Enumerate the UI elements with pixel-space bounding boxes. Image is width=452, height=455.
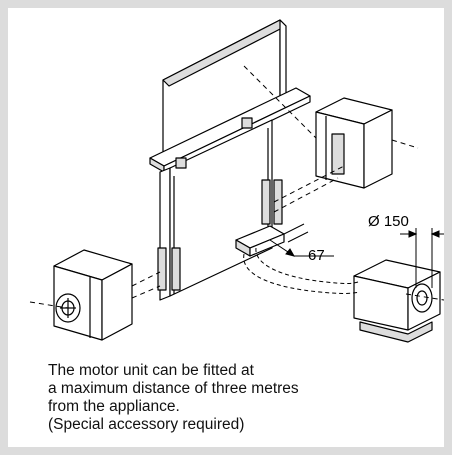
caption-line: The motor unit can be fitted at [48,362,254,379]
installation-diagram: Ø 150 67 [29,19,444,343]
motor-unit-lower-right [353,259,441,343]
downdraft-panel [162,19,287,161]
motor-unit-upper-right [315,97,393,189]
connection-lines [29,65,444,309]
motor-unit-left [53,249,133,341]
caption-line: a maximum distance of three metres [48,380,299,397]
duct-hose [243,247,361,294]
caption-line: from the appliance. [48,398,180,415]
brackets [157,117,283,291]
outlet-spigot [235,225,285,257]
offset-label: 67 [308,247,325,264]
dimension-lines [269,223,444,288]
diameter-label: Ø 150 [368,213,409,230]
caption-line: (Special accessory required) [48,416,245,433]
caption: The motor unit can be fitted at a maximu… [48,362,428,434]
